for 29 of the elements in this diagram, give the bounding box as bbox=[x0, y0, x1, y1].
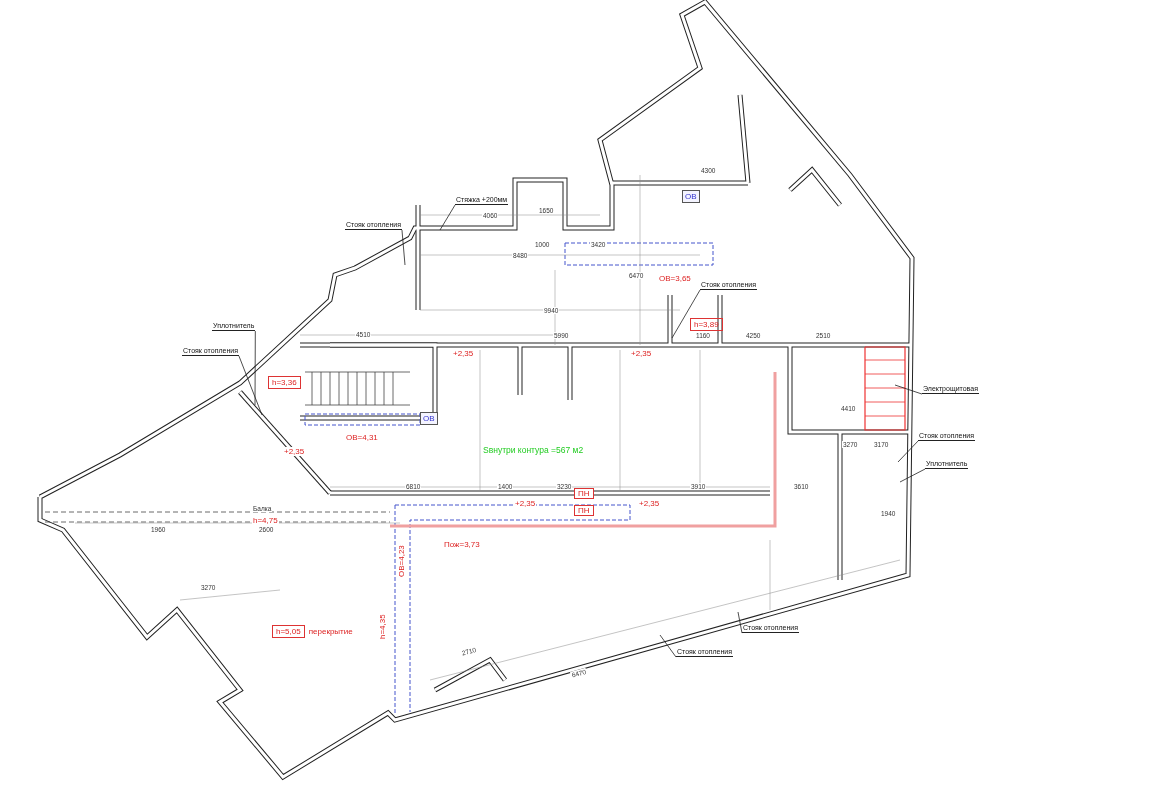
height-tag: h=3,89 bbox=[690, 318, 723, 332]
height-tag: h=3,36 bbox=[268, 376, 301, 390]
leader-line bbox=[401, 229, 406, 266]
elevation-note: ОВ=4,31 bbox=[345, 433, 379, 442]
leader-line bbox=[238, 355, 263, 416]
leader-line bbox=[737, 611, 743, 634]
elevation-note: Пож=3,73 bbox=[443, 540, 481, 549]
level-mark: +2,35 bbox=[638, 499, 661, 508]
area-note: Sвнутри контура =567 м2 bbox=[482, 445, 585, 455]
panel-tag: ПН bbox=[574, 488, 594, 500]
leader-line bbox=[897, 440, 919, 463]
leader-line bbox=[659, 634, 677, 658]
elevation-note: ОВ=3,65 bbox=[658, 274, 692, 283]
level-mark: +2,35 bbox=[630, 349, 653, 358]
leader-line bbox=[894, 384, 923, 395]
level-mark: +2,35 bbox=[514, 499, 537, 508]
leader-line bbox=[899, 468, 926, 483]
leader-line bbox=[439, 204, 456, 231]
height-note: h=4,75 bbox=[252, 516, 279, 525]
leader-line bbox=[671, 289, 701, 339]
elevation-note: ОВ=4,23 bbox=[397, 544, 406, 578]
panel-tag: ПН bbox=[574, 505, 594, 517]
vent-shaft-tag: ОВ bbox=[682, 190, 700, 204]
level-mark: +2,35 bbox=[283, 447, 306, 456]
note: перекрытие bbox=[308, 627, 353, 637]
leader-line bbox=[254, 330, 256, 406]
height-note: h=4,35 bbox=[378, 613, 387, 640]
level-mark: +2,35 bbox=[452, 349, 475, 358]
vent-shaft-tag: ОВ bbox=[420, 412, 438, 426]
